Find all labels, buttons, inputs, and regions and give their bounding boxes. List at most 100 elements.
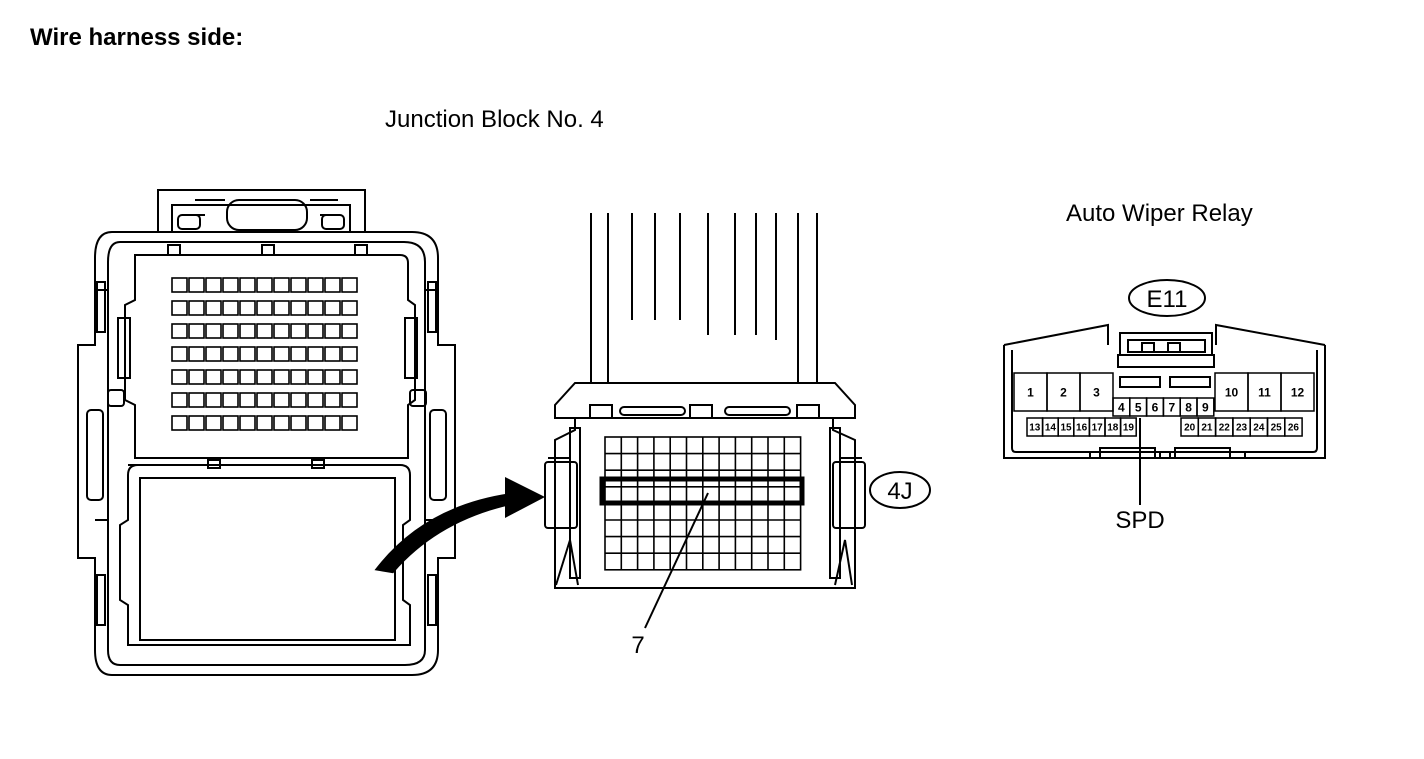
- pin-cavity: [171, 369, 188, 385]
- pin-cavity: [307, 346, 324, 362]
- relay-pin-number: 22: [1219, 423, 1231, 434]
- pin-grid-row: [171, 415, 358, 431]
- pin-cavity: [290, 277, 307, 293]
- pin-cavity: [256, 277, 273, 293]
- relay-pin-number: 1: [1027, 385, 1034, 399]
- pin-cavity: [341, 415, 358, 431]
- pin-cavity: [171, 277, 188, 293]
- pin-cavity: [256, 300, 273, 316]
- pin-grid-row: [171, 323, 358, 339]
- relay-pin-number: 11: [1258, 385, 1271, 399]
- relay-pin-number: 17: [1092, 423, 1104, 434]
- pin-7-highlight: [599, 476, 805, 506]
- relay-pin-number: 23: [1236, 423, 1248, 434]
- pin-7-leader-line: [644, 492, 709, 629]
- pin-cavity: [273, 346, 290, 362]
- pin-grid-row: [171, 346, 358, 362]
- pin-cavity: [341, 346, 358, 362]
- pin-cavity: [341, 392, 358, 408]
- relay-pin-number: 7: [1168, 400, 1175, 414]
- pin-cavity: [188, 369, 205, 385]
- relay-pin-number: 6: [1152, 400, 1159, 414]
- spd-callout: SPD: [1115, 507, 1164, 534]
- pin-cavity: [290, 300, 307, 316]
- relay-connector-code: E11: [1147, 286, 1188, 313]
- pin-cavity: [324, 415, 341, 431]
- relay-pin-number: 4: [1118, 400, 1125, 414]
- auto-wiper-relay-label: Auto Wiper Relay: [1066, 200, 1253, 227]
- pin-cavity: [222, 392, 239, 408]
- pin-cavity: [341, 323, 358, 339]
- relay-pin-number: 21: [1201, 423, 1213, 434]
- pin-cavity: [205, 392, 222, 408]
- pin-cavity: [205, 346, 222, 362]
- junction-block-housing: [77, 189, 456, 676]
- pin-cavity: [222, 323, 239, 339]
- pin-cavity: [205, 369, 222, 385]
- pin-cavity: [290, 346, 307, 362]
- pin-cavity: [205, 300, 222, 316]
- pin-cavity: [239, 346, 256, 362]
- pin-cavity: [324, 300, 341, 316]
- relay-pin-number: 15: [1060, 423, 1072, 434]
- relay-pin-cell: [1079, 372, 1114, 412]
- pin-cavity: [239, 392, 256, 408]
- pin-cavity: [222, 277, 239, 293]
- connector-4j-badge: 4J: [869, 471, 931, 509]
- pin-cavity: [222, 300, 239, 316]
- relay-pin-number: 10: [1225, 385, 1239, 399]
- pin-cavity: [307, 300, 324, 316]
- relay-pin-number: 20: [1184, 423, 1196, 434]
- pin-cavity: [273, 392, 290, 408]
- pin-cavity: [324, 392, 341, 408]
- relay-connector-e11-badge: E11: [1128, 279, 1206, 317]
- pin-cavity: [273, 323, 290, 339]
- pin-cavity: [307, 392, 324, 408]
- pin-cavity: [188, 323, 205, 339]
- pin-cavity: [205, 277, 222, 293]
- pin-cavity: [205, 415, 222, 431]
- pin-cavity: [341, 300, 358, 316]
- pin-cavity: [324, 346, 341, 362]
- pin-grid-row: [171, 300, 358, 316]
- pin-cavity: [171, 300, 188, 316]
- wire-bundle: [590, 213, 818, 383]
- direction-arrow: [374, 477, 545, 574]
- pin-cavity: [290, 369, 307, 385]
- relay-pin-number: 16: [1076, 423, 1088, 434]
- pin-grid-row: [171, 392, 358, 408]
- relay-pin-number: 5: [1135, 400, 1142, 414]
- pin-cavity: [222, 415, 239, 431]
- pin-cavity: [290, 415, 307, 431]
- pin-cavity: [171, 415, 188, 431]
- pin-cavity: [256, 369, 273, 385]
- pin-cavity: [222, 369, 239, 385]
- pin-cavity: [341, 277, 358, 293]
- pin-cavity: [324, 323, 341, 339]
- relay-pin-number: 25: [1271, 423, 1283, 434]
- pin-cavity: [256, 346, 273, 362]
- relay-pin-number: 13: [1029, 423, 1041, 434]
- pin-cavity: [171, 392, 188, 408]
- pin-cavity: [307, 415, 324, 431]
- relay-pin-number: 24: [1253, 423, 1265, 434]
- relay-pin-number: 19: [1123, 423, 1135, 434]
- relay-pin-number: 14: [1045, 423, 1057, 434]
- pin-cavity: [188, 277, 205, 293]
- pin-cavity: [188, 346, 205, 362]
- pin-cavity: [324, 277, 341, 293]
- pin-grid-row: [171, 369, 358, 385]
- pin-cavity: [256, 415, 273, 431]
- pin-7-callout: 7: [631, 632, 644, 659]
- pin-cavity: [273, 369, 290, 385]
- pin-cavity: [239, 277, 256, 293]
- relay-pin-number: 12: [1291, 385, 1305, 399]
- junction-block-label: Junction Block No. 4: [385, 106, 604, 133]
- pin-cavity: [324, 369, 341, 385]
- pin-cavity: [290, 323, 307, 339]
- pin-cavity: [307, 369, 324, 385]
- connector-4j-code: 4J: [887, 478, 912, 505]
- pin-cavity: [290, 392, 307, 408]
